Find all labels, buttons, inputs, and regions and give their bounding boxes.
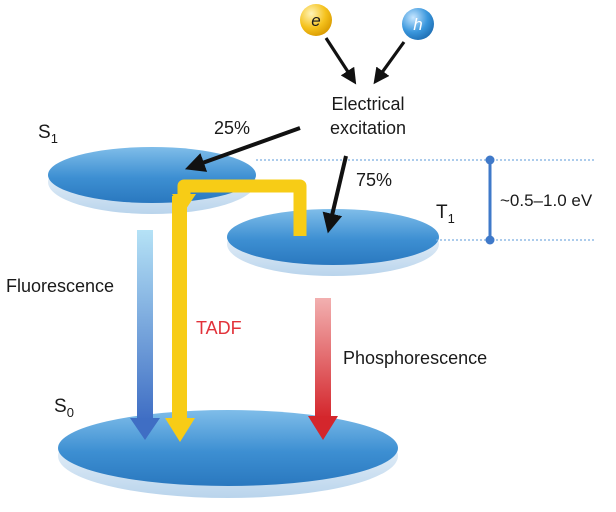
svg-text:h: h — [413, 15, 422, 34]
t1-level-label: T1 — [436, 202, 455, 226]
hole-to-excitation-arrow — [373, 41, 406, 85]
fluorescence-label: Fluorescence — [6, 276, 114, 296]
tadf-label: TADF — [196, 318, 242, 338]
energy-gap-marker — [485, 155, 495, 245]
hole-particle: h — [402, 8, 434, 40]
tadf-arrow — [165, 179, 307, 442]
svg-text:e: e — [311, 11, 320, 30]
phosphorescence-label: Phosphorescence — [343, 348, 487, 368]
energy-gap-label: ~0.5–1.0 eV — [500, 191, 593, 210]
phosphorescence-arrow — [308, 298, 338, 440]
triplet-branch-arrow — [322, 155, 348, 234]
excitation-label-line1: Electrical — [331, 94, 404, 114]
s0-level-label: S0 — [54, 396, 74, 420]
excitation-label-line2: excitation — [330, 118, 406, 138]
s1-level-label: S1 — [38, 122, 58, 146]
electron-particle: e — [300, 4, 332, 36]
triplet-fraction-label: 75% — [356, 170, 392, 190]
t1-level-disk — [227, 209, 439, 276]
electron-to-excitation-arrow — [324, 37, 357, 85]
singlet-fraction-label: 25% — [214, 118, 250, 138]
singlet-branch-arrow — [184, 126, 301, 172]
s0-level-disk — [58, 410, 398, 498]
fluorescence-arrow — [130, 230, 160, 440]
